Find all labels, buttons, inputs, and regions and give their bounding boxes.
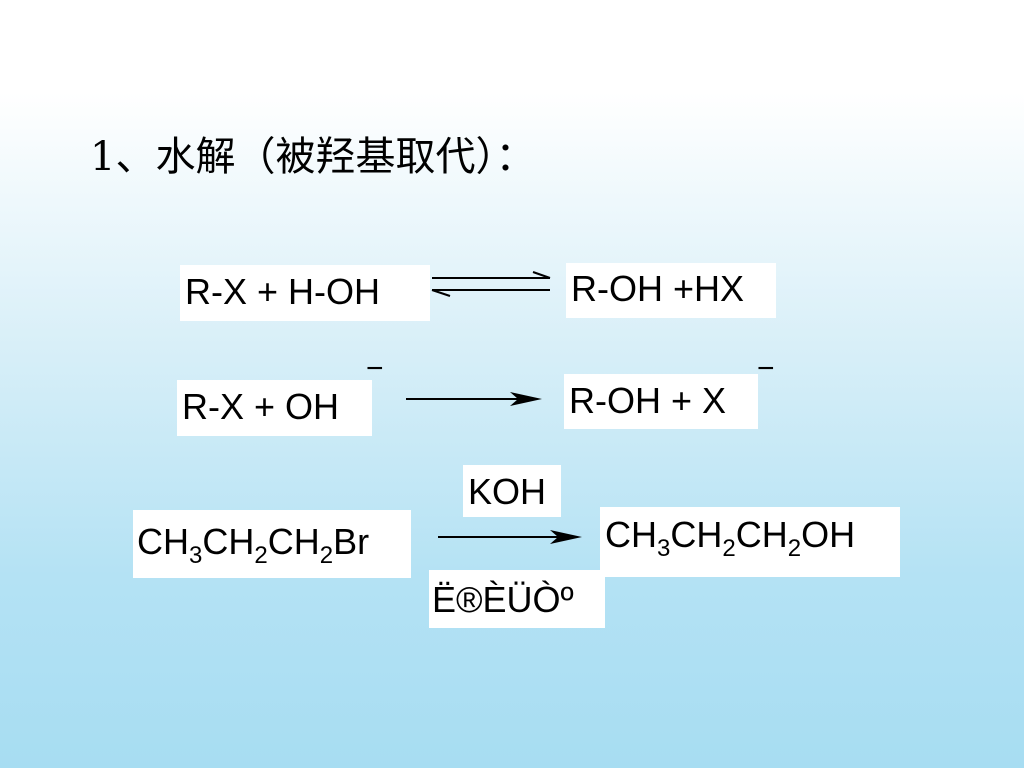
product-sub-2b: 2 (787, 535, 802, 562)
reactant-part-br: Br (333, 521, 370, 562)
reaction1-reactants: R-X + H-OH (180, 265, 430, 321)
reaction-arrow-icon (438, 530, 582, 544)
reaction1-products: R-OH +HX (566, 263, 776, 318)
reactant-part-ch: CH (137, 521, 189, 562)
reactant-sub-3: 3 (189, 542, 203, 569)
product-part-oh: OH (801, 514, 856, 555)
reaction3-reagent-above: KOH (463, 465, 561, 517)
reaction2-reactants-text: R-X + OH (182, 386, 340, 427)
reversible-arrow-icon (431, 271, 551, 297)
hydroxide-charge: − (366, 352, 384, 385)
reaction1-reactants-text: R-X + H-OH (185, 271, 381, 312)
reaction-arrow-icon (406, 392, 542, 406)
slide-title: 1、水解（被羟基取代）： (90, 134, 536, 180)
product-sub-2a: 2 (722, 535, 736, 562)
reaction2-products-text: R-OH + X (569, 380, 727, 421)
halide-charge: − (757, 352, 775, 385)
product-part-ch: CH (605, 514, 657, 555)
solvent-text: Ë®ÈÜÒº (432, 579, 574, 620)
reactant-part-ch2b: CH (267, 521, 320, 562)
reactant-part-ch2a: CH (202, 521, 255, 562)
koh-text: KOH (468, 471, 547, 512)
reaction3-product: CH3CH2CH2OH (600, 507, 900, 577)
reaction2-reactants: R-X + OH (177, 380, 372, 436)
product-part-ch2a: CH (670, 514, 723, 555)
reaction3-reactant: CH3CH2CH2Br (133, 510, 411, 578)
product-sub-3: 3 (657, 535, 671, 562)
reactant-sub-2b: 2 (319, 542, 334, 569)
product-part-ch2b: CH (735, 514, 788, 555)
reaction1-products-text: R-OH +HX (571, 268, 745, 309)
reaction2-products: R-OH + X (564, 374, 758, 429)
reaction3-reagent-below: Ë®ÈÜÒº (429, 570, 605, 628)
reactant-sub-2a: 2 (254, 542, 268, 569)
